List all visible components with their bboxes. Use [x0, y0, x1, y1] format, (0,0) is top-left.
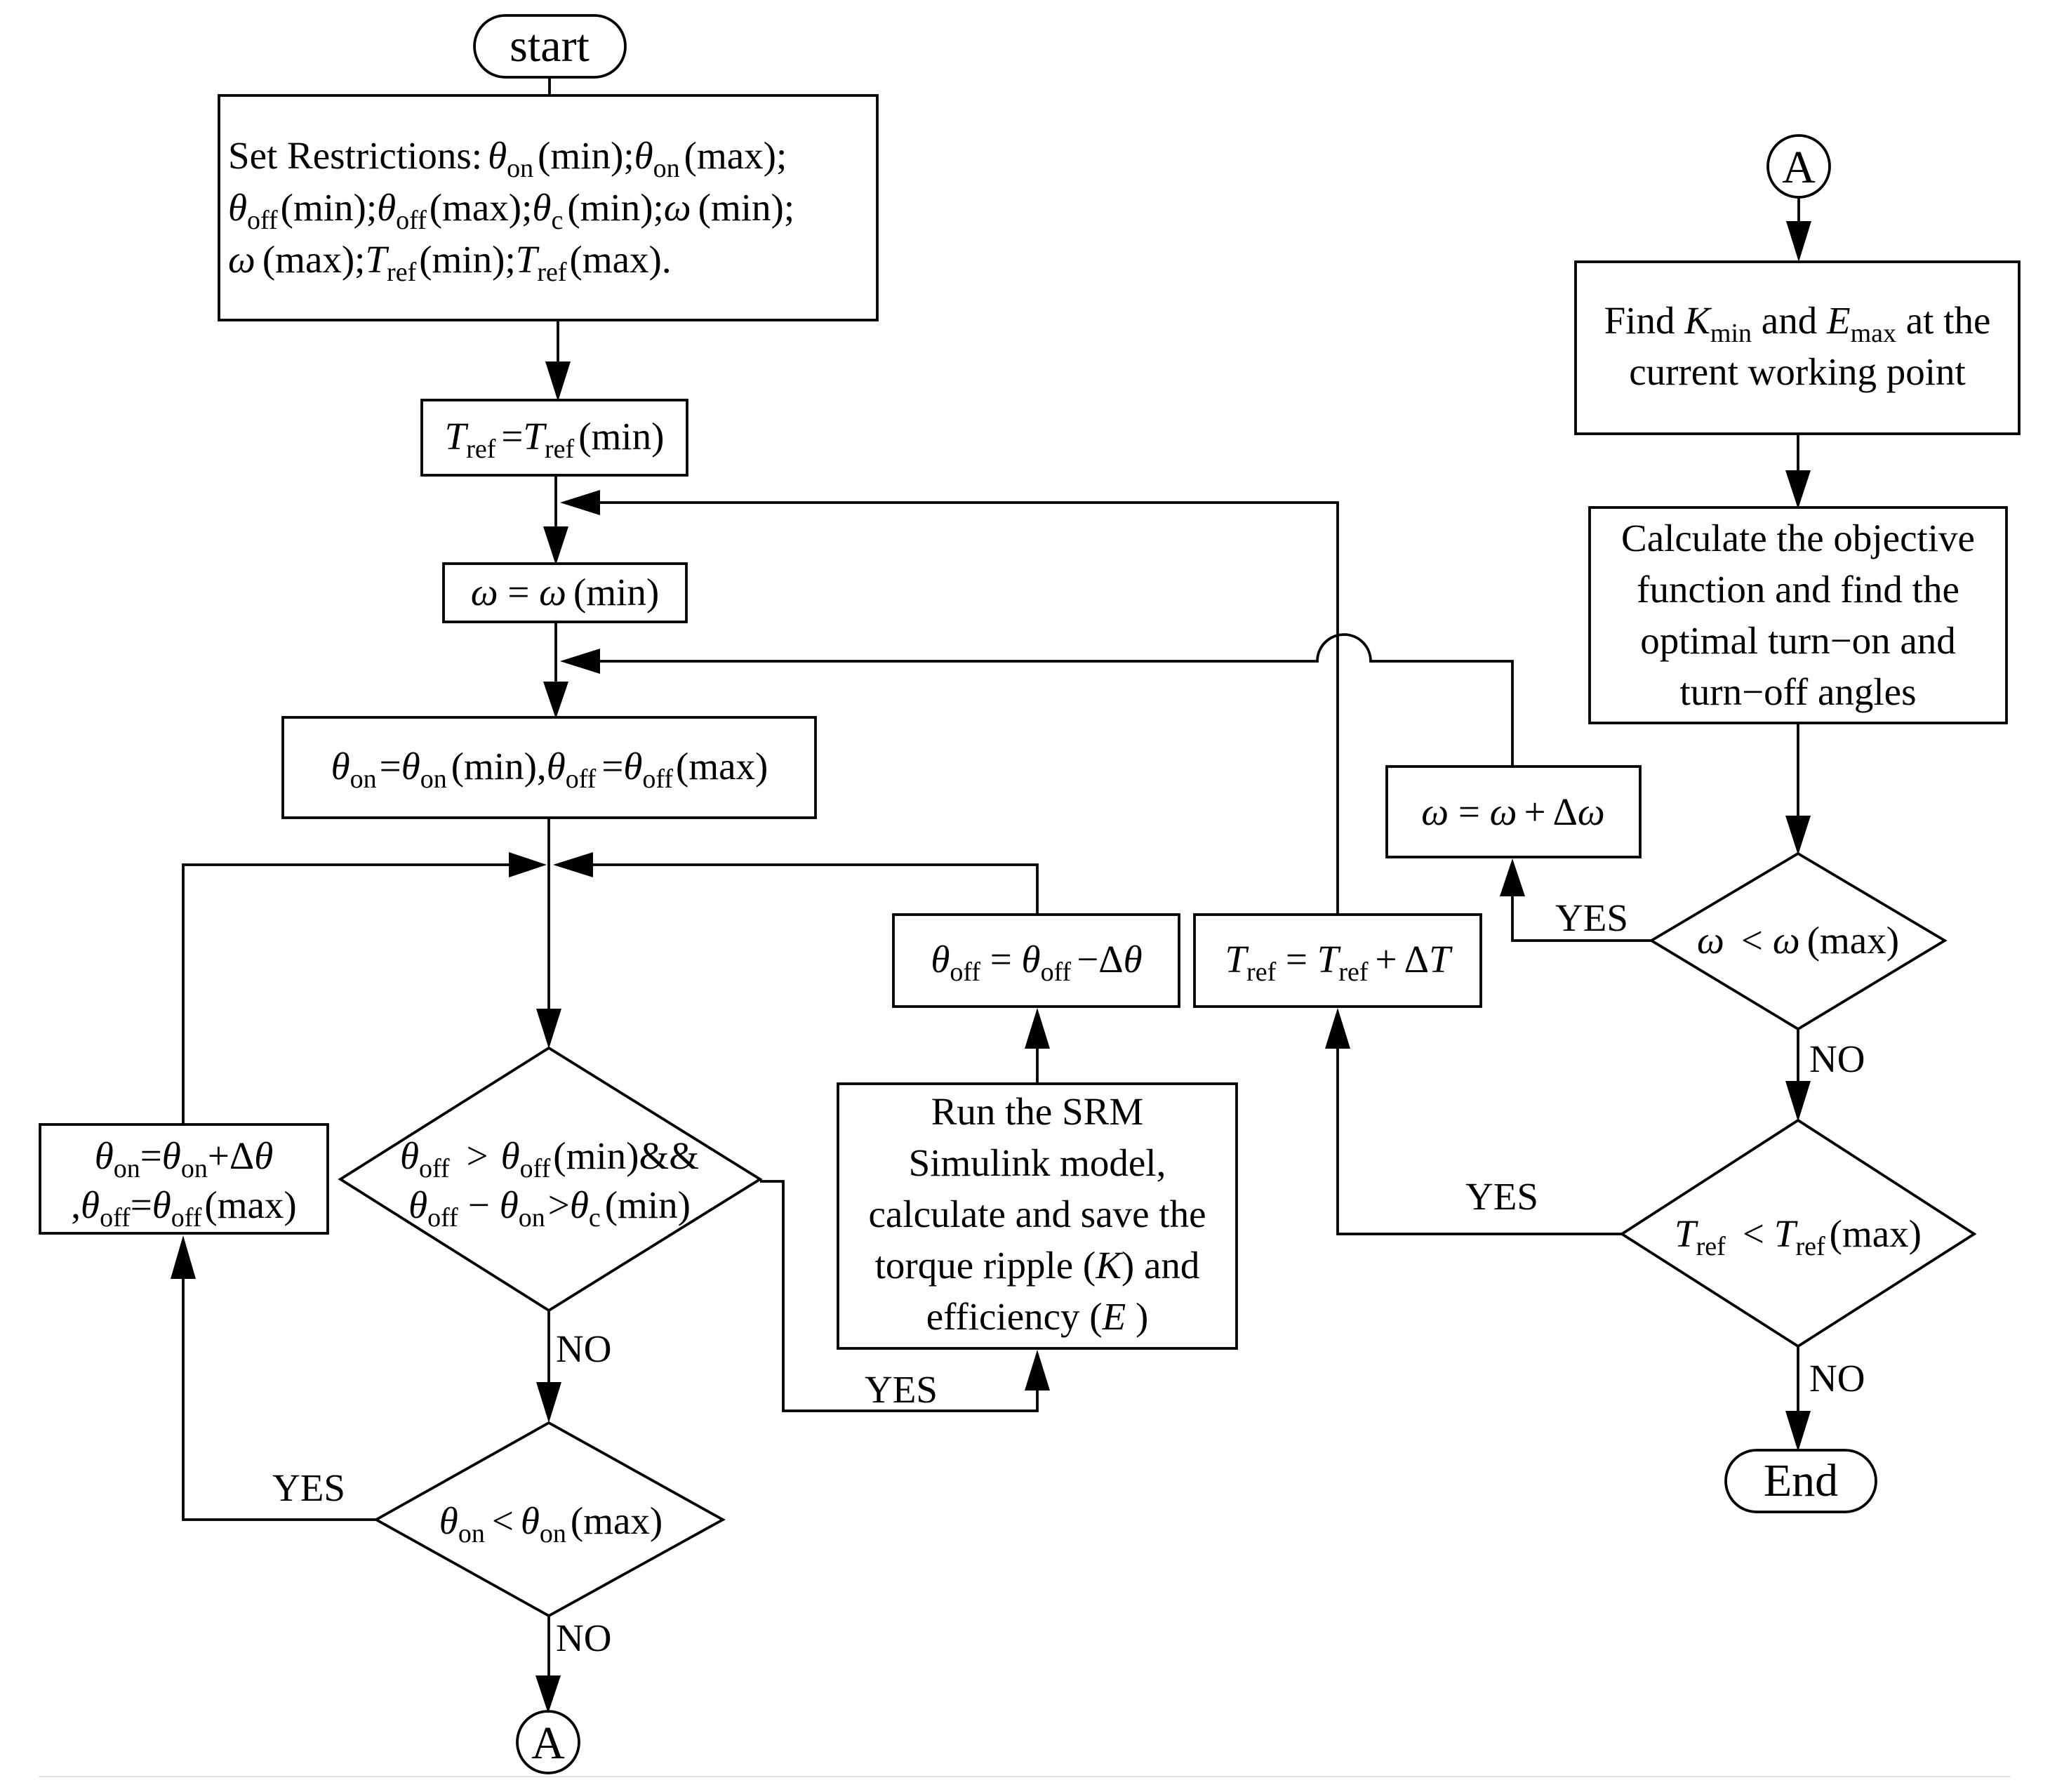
end-label: End — [1764, 1455, 1838, 1506]
omegacond-label: ω<ω(max) — [1697, 919, 1899, 962]
find-kmin-emax-box — [1574, 260, 2021, 435]
line-tref-loop — [600, 501, 1339, 915]
connector-a-bottom-label: A — [531, 1718, 565, 1769]
oncond-label: θon<θon(max) — [439, 1499, 663, 1548]
arrow-down-icon — [536, 1009, 561, 1049]
find-line-1: Find Kmin and Emax at the — [1604, 299, 1991, 348]
arrow-right-icon — [509, 852, 547, 877]
arrow-up-icon — [1325, 1008, 1350, 1049]
arrow-down-icon — [545, 361, 571, 401]
arrow-down-icon — [1785, 1081, 1811, 1122]
onincrement-line-2: ,θoff=θoff(max) — [71, 1183, 296, 1233]
arrow-left-icon — [560, 649, 600, 674]
edge-labels: NO NO YES YES YES NO YES NO — [272, 896, 1865, 1659]
edge-label-yes-omegacond: YES — [1555, 896, 1628, 939]
onincrement-line-1: θon=θon+Δθ — [95, 1134, 274, 1183]
edge-label-no-trefcond: NO — [1809, 1357, 1865, 1400]
arrow-down-icon — [1785, 470, 1811, 509]
restrictions-line-3: ω(max);Tref(min);Tref(max). — [228, 238, 672, 287]
omega-increment-label: ω = ω+Δω — [1421, 790, 1604, 833]
arrow-down-icon — [536, 1382, 561, 1423]
line-omegacond-yes — [1511, 896, 1651, 942]
arrow-down-icon — [1786, 221, 1811, 262]
node-labels: start Set Restrictions:θon(min);θon(max)… — [71, 20, 1990, 1769]
tref-increment-label: Tref = Tref+ΔT — [1225, 938, 1453, 987]
tref-increment-box — [1193, 913, 1482, 1008]
arrow-up-icon — [171, 1235, 196, 1279]
offdec-label: θoff = θoff−Δθ — [931, 938, 1142, 987]
arrow-down-icon — [1785, 1411, 1811, 1452]
offcond-line-2: θoff−θon>θc(min) — [408, 1183, 691, 1233]
edge-label-yes-trefcond: YES — [1465, 1175, 1538, 1218]
line-trefcond-yes — [1336, 1049, 1622, 1235]
shapes — [39, 14, 2021, 1774]
line-offdec-loop — [593, 863, 1039, 915]
calc-line-2: function and find the — [1637, 568, 1959, 611]
omega-init-box — [442, 562, 688, 623]
restrictions-line-1: Set Restrictions:θon(min);θon(max); — [228, 134, 787, 183]
run-line-1: Run the SRM — [931, 1090, 1144, 1133]
run-line-4: torque ripple (K) and — [875, 1244, 1200, 1287]
omega-increment-box — [1385, 765, 1642, 858]
line-oncond-yes — [182, 1279, 376, 1521]
theta-on-increment-box — [39, 1123, 329, 1235]
arrow-up-icon — [1500, 858, 1525, 896]
start-label: start — [510, 20, 590, 72]
edge-label-no-offcond: NO — [556, 1327, 611, 1370]
restrictions-line-2: θoff(min);θoff(max);θc(min);ω(min); — [228, 186, 794, 235]
arrowheads — [171, 221, 1811, 1713]
edge-label-yes-offcond: YES — [865, 1368, 938, 1411]
arrow-down-icon — [543, 682, 568, 719]
calc-line-3: optimal turn−on and — [1640, 619, 1956, 662]
bottom-divider — [39, 1776, 2011, 1777]
line-onincrement-loop — [182, 863, 509, 1124]
set-restrictions-box — [218, 94, 879, 321]
line-offcond-yes — [760, 1180, 1039, 1412]
calc-line-1: Calculate the objective — [1621, 517, 1975, 559]
arrow-down-icon — [1785, 816, 1811, 855]
theta-init-label: θon=θon(min),θoff=θoff(max) — [331, 745, 768, 794]
line-omega-loop — [600, 633, 1514, 766]
edge-label-no-oncond: NO — [556, 1617, 611, 1659]
trefcond-label: Tref<Tref(max) — [1675, 1212, 1922, 1261]
arrow-up-icon — [1025, 1350, 1050, 1391]
arrow-left-icon — [553, 852, 593, 877]
arrow-left-icon — [560, 490, 600, 515]
arrow-down-icon — [543, 526, 568, 565]
arrow-down-icon — [535, 1675, 561, 1713]
edge-label-yes-oncond: YES — [272, 1466, 345, 1509]
tref-init-label: Tref=Tref(min) — [445, 415, 665, 464]
end-terminal — [1724, 1449, 1877, 1513]
tref-init-box — [420, 399, 688, 477]
run-simulation-box — [837, 1082, 1238, 1350]
run-line-5: efficiency (E ) — [926, 1295, 1149, 1338]
theta-off-decrement-box — [892, 913, 1180, 1008]
omega-init-label: ω = ω(min) — [471, 571, 659, 613]
edge-label-no-omegacond: NO — [1809, 1037, 1865, 1080]
run-line-2: Simulink model, — [909, 1141, 1166, 1184]
connector-a-top-label: A — [1782, 142, 1816, 193]
calc-line-4: turn−off angles — [1679, 670, 1916, 713]
arrow-up-icon — [1025, 1008, 1050, 1049]
offcond-line-1: θoff>θoff(min)&& — [400, 1134, 699, 1183]
connectors — [182, 77, 1800, 1675]
find-line-2: current working point — [1629, 350, 1966, 393]
run-line-3: calculate and save the — [869, 1193, 1206, 1235]
